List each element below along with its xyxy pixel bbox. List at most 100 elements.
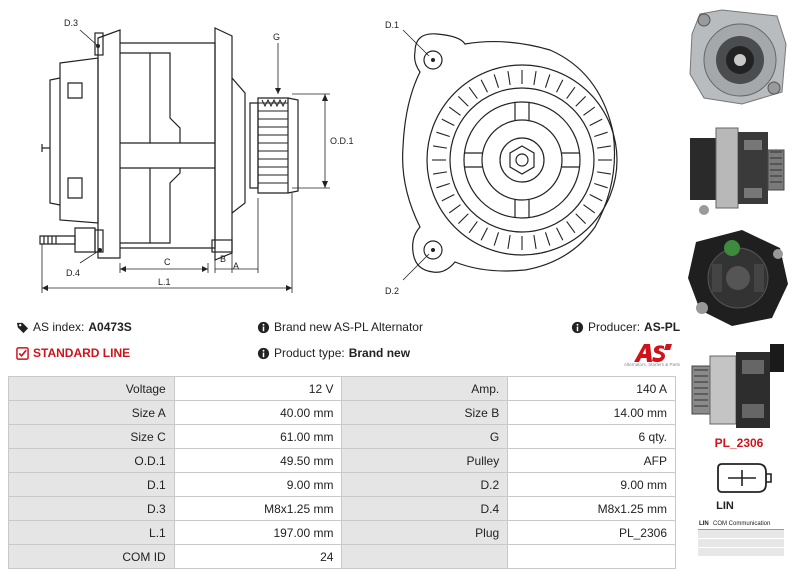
spec-label: L.1 <box>8 520 175 545</box>
table-row: Size A 40.00 mm Size B 14.00 mm <box>8 400 676 425</box>
product-photo-side <box>682 118 794 222</box>
standard-line-info: STANDARD LINE <box>16 346 130 360</box>
product-type-value: Brand new <box>348 346 411 360</box>
label-c: C <box>164 257 171 267</box>
spec-value: 61.00 mm <box>173 424 343 449</box>
table-row: D.1 9.00 mm D.2 9.00 mm <box>8 472 676 497</box>
table-row: Voltage 12 V Amp. 140 A <box>8 376 676 401</box>
vent-slot <box>441 118 455 126</box>
plug-name: PL_2306 <box>714 436 764 450</box>
table-row: Size C 61.00 mm G 6 qty. <box>8 424 676 449</box>
table-row <box>698 538 784 548</box>
spec-label: D.2 <box>341 472 509 497</box>
vent-slot <box>566 86 576 99</box>
spec-value: AFP <box>507 448 676 473</box>
info-icon <box>257 347 270 359</box>
spec-label: COM ID <box>8 544 175 569</box>
label-g: G <box>273 32 280 42</box>
standard-line-text: STANDARD LINE <box>33 346 131 360</box>
vent-slot <box>583 106 596 116</box>
spec-value: PL_2306 <box>507 520 676 545</box>
vent-slot <box>433 145 448 149</box>
brand-new-info: Brand new AS-PL Alternator <box>257 320 423 334</box>
vent-slot <box>544 74 551 88</box>
producer-info: Producer: AS-PL <box>571 320 680 334</box>
spec-label: D.3 <box>8 496 175 521</box>
as-index-value: A0473S <box>88 320 132 334</box>
label-l1: L.1 <box>158 277 171 287</box>
side-view-drawing: D.3 G O.D.1 D.4 C B A L.1 <box>39 18 354 293</box>
label-a: A <box>233 261 239 271</box>
plug-lin-label: LIN <box>716 500 734 512</box>
vent-slot <box>589 118 603 126</box>
spec-value: 12 V <box>173 376 343 401</box>
table-row: O.D.1 49.50 mm Pulley AFP <box>8 448 676 473</box>
front-view-drawing: D.1 D.2 <box>385 20 618 296</box>
plug-connector-icon <box>717 463 772 493</box>
table-row: LIN COM Communication <box>698 520 784 530</box>
spec-label: Size B <box>341 400 509 425</box>
vent-slot <box>589 194 603 202</box>
spec-value: 197.00 mm <box>173 520 343 545</box>
tag-icon <box>16 322 29 333</box>
pin-description <box>712 529 784 539</box>
product-type-info: Product type: Brand new <box>257 346 410 360</box>
vent-slot <box>594 182 608 189</box>
spec-value: 40.00 mm <box>173 400 343 425</box>
spec-label: G <box>341 424 509 449</box>
label-d1: D.1 <box>385 20 399 30</box>
vent-slot <box>575 213 587 225</box>
product-type-label: Product type: <box>274 346 345 360</box>
spec-label: Plug <box>341 520 509 545</box>
vent-slot <box>583 204 596 214</box>
spec-value: M8x1.25 mm <box>173 496 343 521</box>
vent-slot <box>436 182 450 189</box>
spec-label: O.D.1 <box>8 448 175 473</box>
vent-slot <box>448 204 461 214</box>
product-photo-angle <box>682 338 794 442</box>
product-photo-front <box>682 4 794 108</box>
vent-slot <box>493 74 500 88</box>
pin-description: COM Communication <box>712 520 784 530</box>
table-row <box>698 529 784 539</box>
pin-description <box>712 547 784 557</box>
spec-label: D.1 <box>8 472 175 497</box>
table-row: L.1 197.00 mm Plug PL_2306 <box>8 520 676 545</box>
spec-label: Amp. <box>341 376 509 401</box>
product-photo-rear <box>682 224 794 328</box>
spec-value: 24 <box>173 544 343 569</box>
label-od1: O.D.1 <box>330 136 354 146</box>
pin-name <box>698 547 712 557</box>
vent-slot <box>480 227 488 241</box>
vent-slot <box>544 232 551 246</box>
vent-slot <box>596 145 611 149</box>
vent-slot <box>575 95 587 107</box>
vent-slot <box>533 71 537 86</box>
vent-slot <box>448 106 461 116</box>
vent-slot <box>533 234 537 249</box>
spec-label: Size C <box>8 424 175 449</box>
spec-label <box>341 544 509 569</box>
spec-label: Size A <box>8 400 175 425</box>
vent-slot <box>441 194 455 202</box>
label-d3: D.3 <box>64 18 78 28</box>
vent-slot <box>457 213 469 225</box>
spec-label: Pulley <box>341 448 509 473</box>
table-row <box>698 547 784 557</box>
spec-label: D.4 <box>341 496 509 521</box>
vent-slot <box>436 131 450 138</box>
vent-slot <box>493 232 500 246</box>
vent-slot <box>507 71 511 86</box>
label-d2: D.2 <box>385 286 399 296</box>
as-index-info: AS index: A0473S <box>16 320 132 334</box>
vent-slot <box>433 171 448 175</box>
table-row: COM ID 24 <box>8 544 676 569</box>
brand-new-text: Brand new AS-PL Alternator <box>274 320 423 334</box>
vent-slot <box>468 221 478 234</box>
vent-slot <box>468 86 478 99</box>
spec-value: 9.00 mm <box>507 472 676 497</box>
plug-pin-table: LIN COM Communication <box>698 520 784 557</box>
vent-slot <box>556 79 564 93</box>
spec-value: 49.50 mm <box>173 448 343 473</box>
info-icon <box>571 321 584 333</box>
